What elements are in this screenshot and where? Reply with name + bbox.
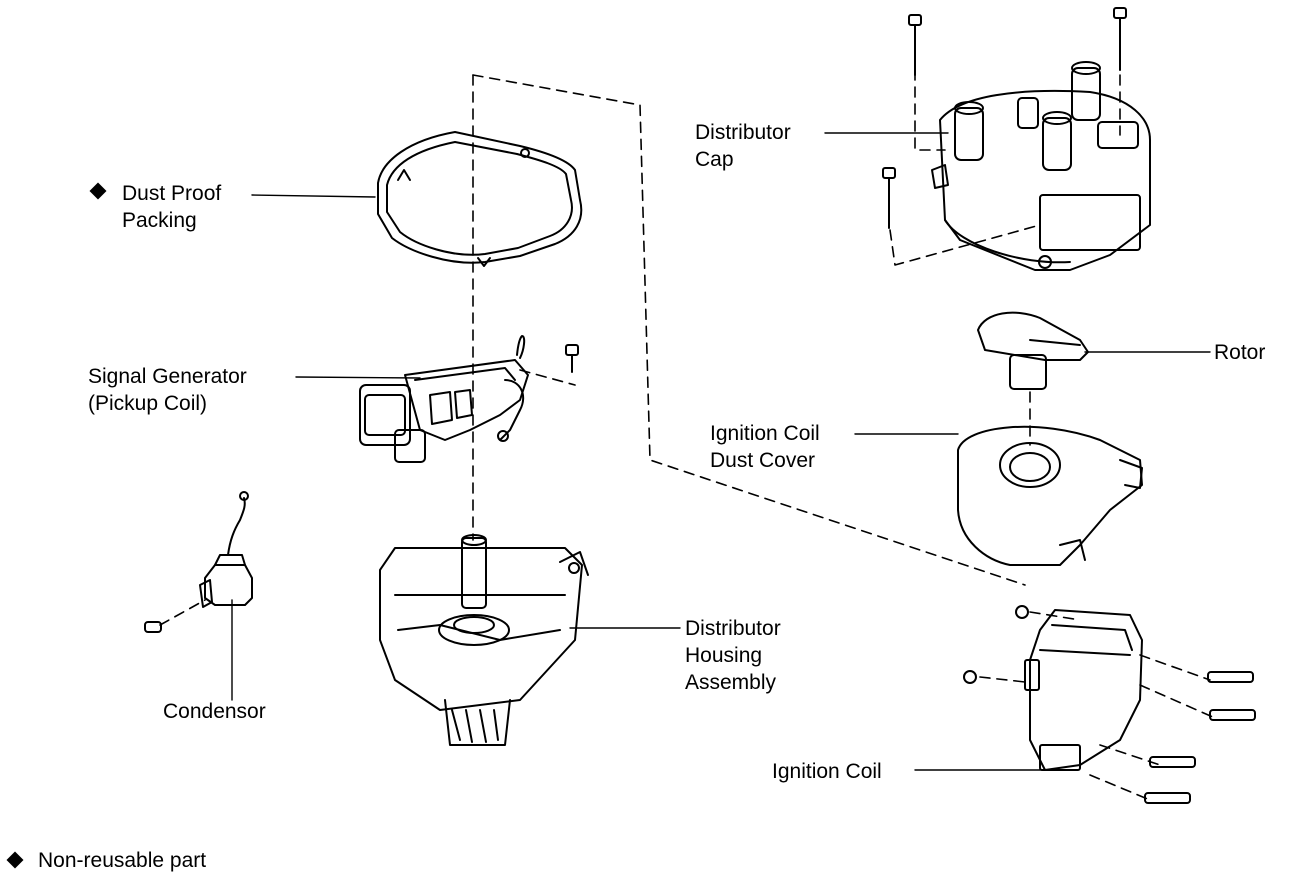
- distributor-cap-label: Distributor Cap: [695, 121, 791, 171]
- dust-proof-packing-label: Dust Proof Packing: [122, 182, 222, 232]
- leader-lines: [231, 132, 1211, 771]
- ignition-coil-part: [963, 605, 1256, 804]
- legend-text: Non-reusable part: [38, 849, 207, 872]
- signal-generator-part: [359, 335, 579, 463]
- signal-generator-label: Signal Generator (Pickup Coil): [88, 365, 247, 415]
- ignition-coil-dust-cover-part: [957, 425, 1143, 566]
- condensor-label: Condensor: [163, 700, 266, 723]
- dust-proof-packing-part: [377, 131, 583, 267]
- condensor-part: [144, 491, 253, 633]
- distributor-cap-part: [882, 7, 1151, 271]
- rotor-label: Rotor: [1214, 341, 1266, 364]
- assembly-guide-lines: [159, 69, 1216, 801]
- rotor-part: [977, 311, 1089, 390]
- ignition-coil-label: Ignition Coil: [772, 760, 882, 783]
- distributor-housing-label: Distributor Housing Assembly: [685, 617, 781, 694]
- ignition-coil-dust-cover-label: Ignition Coil Dust Cover: [710, 422, 820, 472]
- distributor-housing-part: [379, 534, 589, 746]
